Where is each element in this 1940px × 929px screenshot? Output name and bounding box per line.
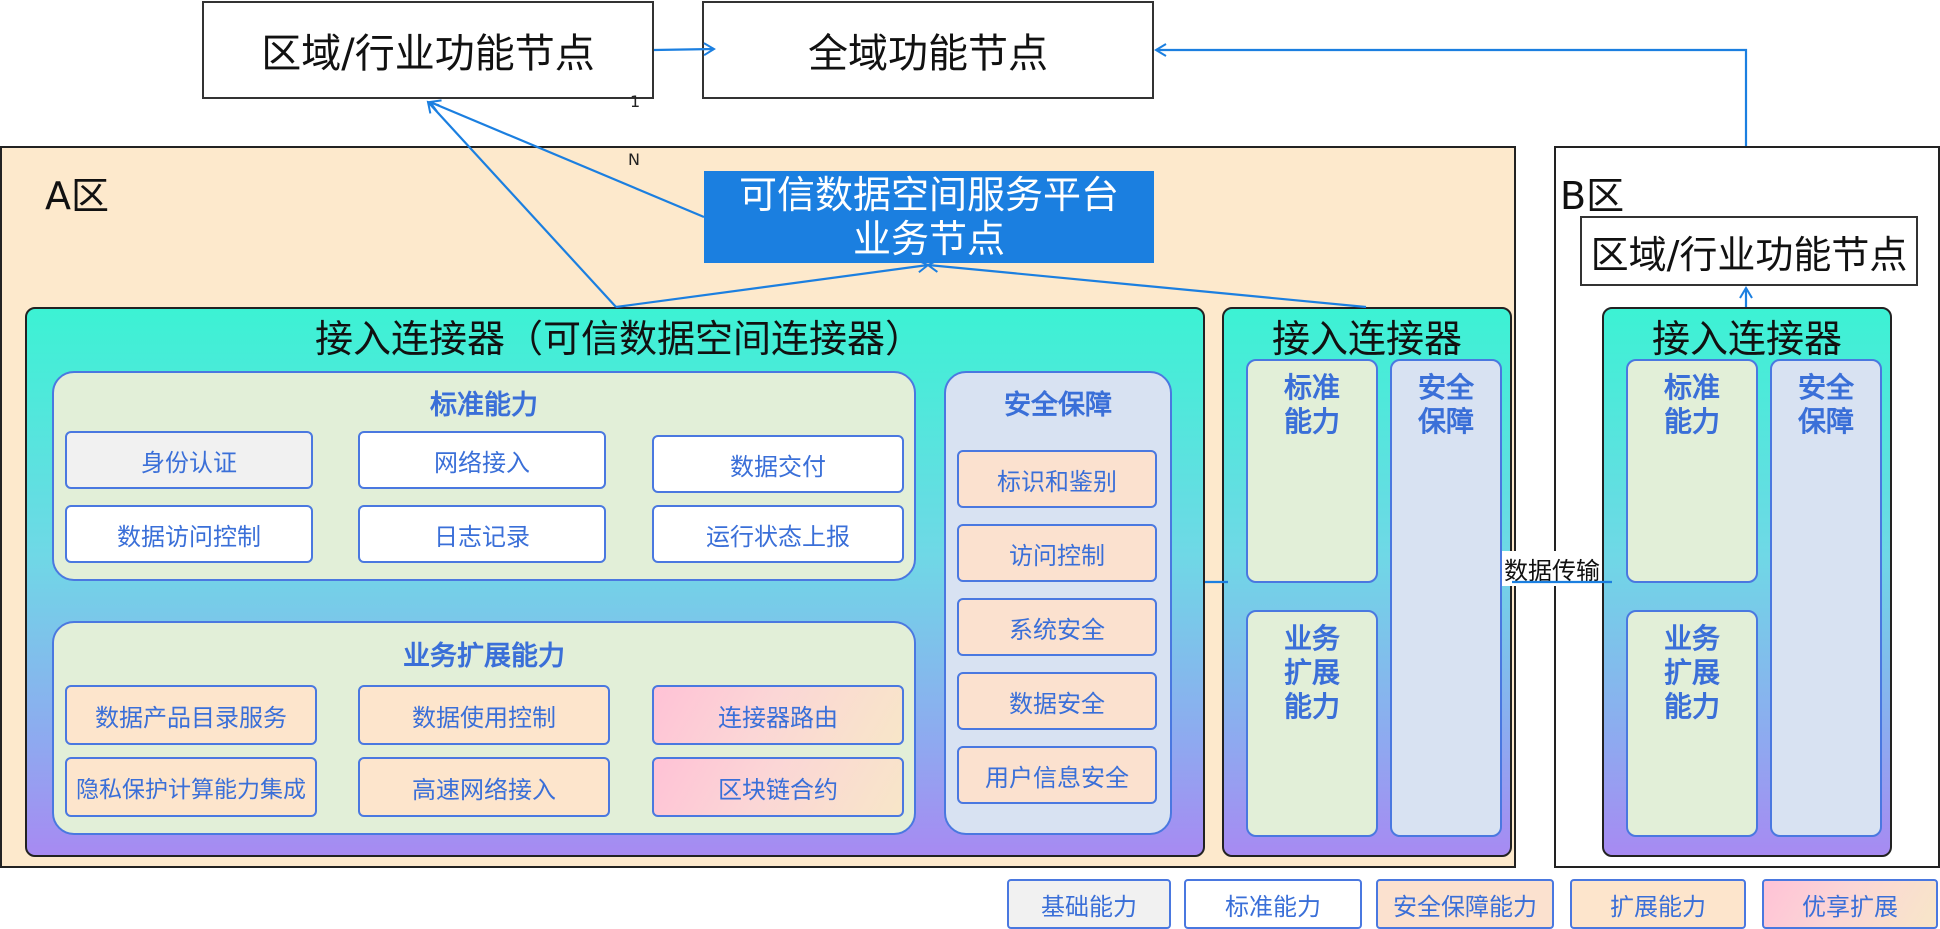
legend-security: 安全保障能力 xyxy=(1376,879,1554,929)
security-group-title: 安全保障 xyxy=(1004,389,1112,421)
data-transfer-label: 数据传输 xyxy=(1502,551,1602,586)
zone-a-title: A区 xyxy=(45,174,109,218)
zone-b-connector-title: 接入连接器 xyxy=(1651,316,1842,361)
legend-basic: 基础能力 xyxy=(1007,879,1171,929)
global-function-node[interactable]: 全域功能节点 xyxy=(702,1,1154,99)
extension-capability-title: 业务扩展能力 xyxy=(403,640,565,672)
zone-a-small-connector-title: 接入连接器 xyxy=(1271,316,1462,361)
legend-standard: 标准能力 xyxy=(1184,879,1362,929)
cap-catalog-service[interactable]: 数据产品目录服务 xyxy=(65,685,317,745)
legend-preferred: 优享扩展 xyxy=(1762,879,1938,929)
zone-b-regional-node[interactable]: 区域/行业功能节点 xyxy=(1580,216,1918,286)
zone-b-standard[interactable]: 标准 能力 xyxy=(1626,359,1758,583)
platform-line2: 业务节点 xyxy=(852,217,1005,261)
legend-extension: 扩展能力 xyxy=(1570,879,1746,929)
main-connector-title: 接入连接器（可信数据空间连接器） xyxy=(315,316,924,361)
cap-high-speed-network[interactable]: 高速网络接入 xyxy=(358,757,610,817)
cap-data-access-control[interactable]: 数据访问控制 xyxy=(65,505,313,563)
line-small-connector-to-platform xyxy=(926,259,1367,309)
regional-function-node[interactable]: 区域/行业功能节点 xyxy=(202,1,654,99)
cap-data-delivery[interactable]: 数据交付 xyxy=(652,435,904,493)
sec-identification[interactable]: 标识和鉴别 xyxy=(957,450,1157,508)
zone-b-extension[interactable]: 业务 扩展 能力 xyxy=(1626,610,1758,837)
zone-a-small-extension[interactable]: 业务 扩展 能力 xyxy=(1246,610,1378,837)
line-connector-to-regional xyxy=(426,100,617,308)
cap-network-access[interactable]: 网络接入 xyxy=(358,431,606,489)
zone-a-small-security[interactable]: 安全 保障 xyxy=(1390,359,1502,837)
standard-capability-title: 标准能力 xyxy=(430,389,538,421)
zone-b-security[interactable]: 安全 保障 xyxy=(1770,359,1882,837)
zone-b-title: B区 xyxy=(1560,174,1625,218)
platform-business-node[interactable]: 可信数据空间服务平台 业务节点 xyxy=(704,171,1154,263)
cap-logging[interactable]: 日志记录 xyxy=(358,505,606,563)
sec-system-security[interactable]: 系统安全 xyxy=(957,598,1157,656)
zone-a-small-standard[interactable]: 标准 能力 xyxy=(1246,359,1378,583)
line-zoneb-to-global xyxy=(1154,43,1748,146)
platform-line1: 可信数据空间服务平台 xyxy=(738,173,1119,217)
line-platform-to-regional xyxy=(428,99,705,219)
cap-connector-routing[interactable]: 连接器路由 xyxy=(652,685,904,745)
cap-blockchain-contract[interactable]: 区块链合约 xyxy=(652,757,904,817)
sec-access-control[interactable]: 访问控制 xyxy=(957,524,1157,582)
cardinality-one-label: 1 xyxy=(630,92,641,111)
cardinality-many-label: N xyxy=(628,150,640,169)
line-connector-to-platform xyxy=(615,259,930,309)
cap-identity-auth[interactable]: 身份认证 xyxy=(65,431,313,489)
line-regional-to-global xyxy=(653,42,716,57)
sec-user-info-security[interactable]: 用户信息安全 xyxy=(957,746,1157,804)
cap-privacy-computing[interactable]: 隐私保护计算能力集成 xyxy=(65,757,317,817)
cap-status-report[interactable]: 运行状态上报 xyxy=(652,505,904,563)
cap-usage-control[interactable]: 数据使用控制 xyxy=(358,685,610,745)
sec-data-security[interactable]: 数据安全 xyxy=(957,672,1157,730)
